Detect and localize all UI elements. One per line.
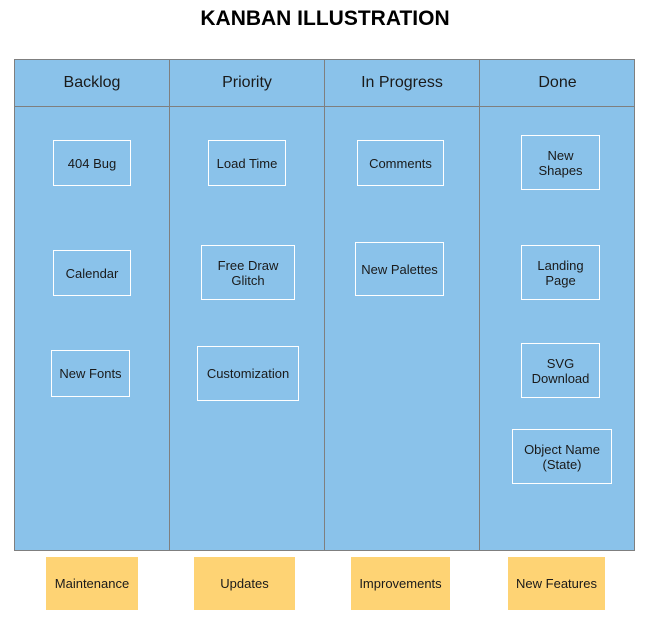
- column-header: Backlog: [15, 60, 169, 107]
- diagram-title: KANBAN ILLUSTRATION: [200, 7, 450, 30]
- card[interactable]: Load Time: [208, 140, 286, 186]
- category-maintenance: Maintenance: [46, 557, 138, 610]
- category-new-features: New Features: [508, 557, 605, 610]
- card[interactable]: Landing Page: [521, 245, 600, 300]
- card[interactable]: New Palettes: [355, 242, 444, 296]
- kanban-board: Backlog 404 Bug Calendar New Fonts Prior…: [14, 59, 635, 551]
- card[interactable]: Free Draw Glitch: [201, 245, 295, 300]
- card[interactable]: New Shapes: [521, 135, 600, 190]
- column-priority: Priority Load Time Free Draw Glitch Cust…: [170, 60, 325, 550]
- card[interactable]: Calendar: [53, 250, 131, 296]
- card[interactable]: Object Name (State): [512, 429, 612, 484]
- card[interactable]: SVG Download: [521, 343, 600, 398]
- card[interactable]: New Fonts: [51, 350, 130, 397]
- column-in-progress: In Progress Comments New Palettes: [325, 60, 480, 550]
- column-backlog: Backlog 404 Bug Calendar New Fonts: [15, 60, 170, 550]
- column-header: In Progress: [325, 60, 479, 107]
- card[interactable]: Comments: [357, 140, 444, 186]
- category-improvements: Improvements: [351, 557, 450, 610]
- card[interactable]: Customization: [197, 346, 299, 401]
- card[interactable]: 404 Bug: [53, 140, 131, 186]
- column-done: Done New Shapes Landing Page SVG Downloa…: [480, 60, 635, 550]
- column-header: Priority: [170, 60, 324, 107]
- column-header: Done: [480, 60, 635, 107]
- category-updates: Updates: [194, 557, 295, 610]
